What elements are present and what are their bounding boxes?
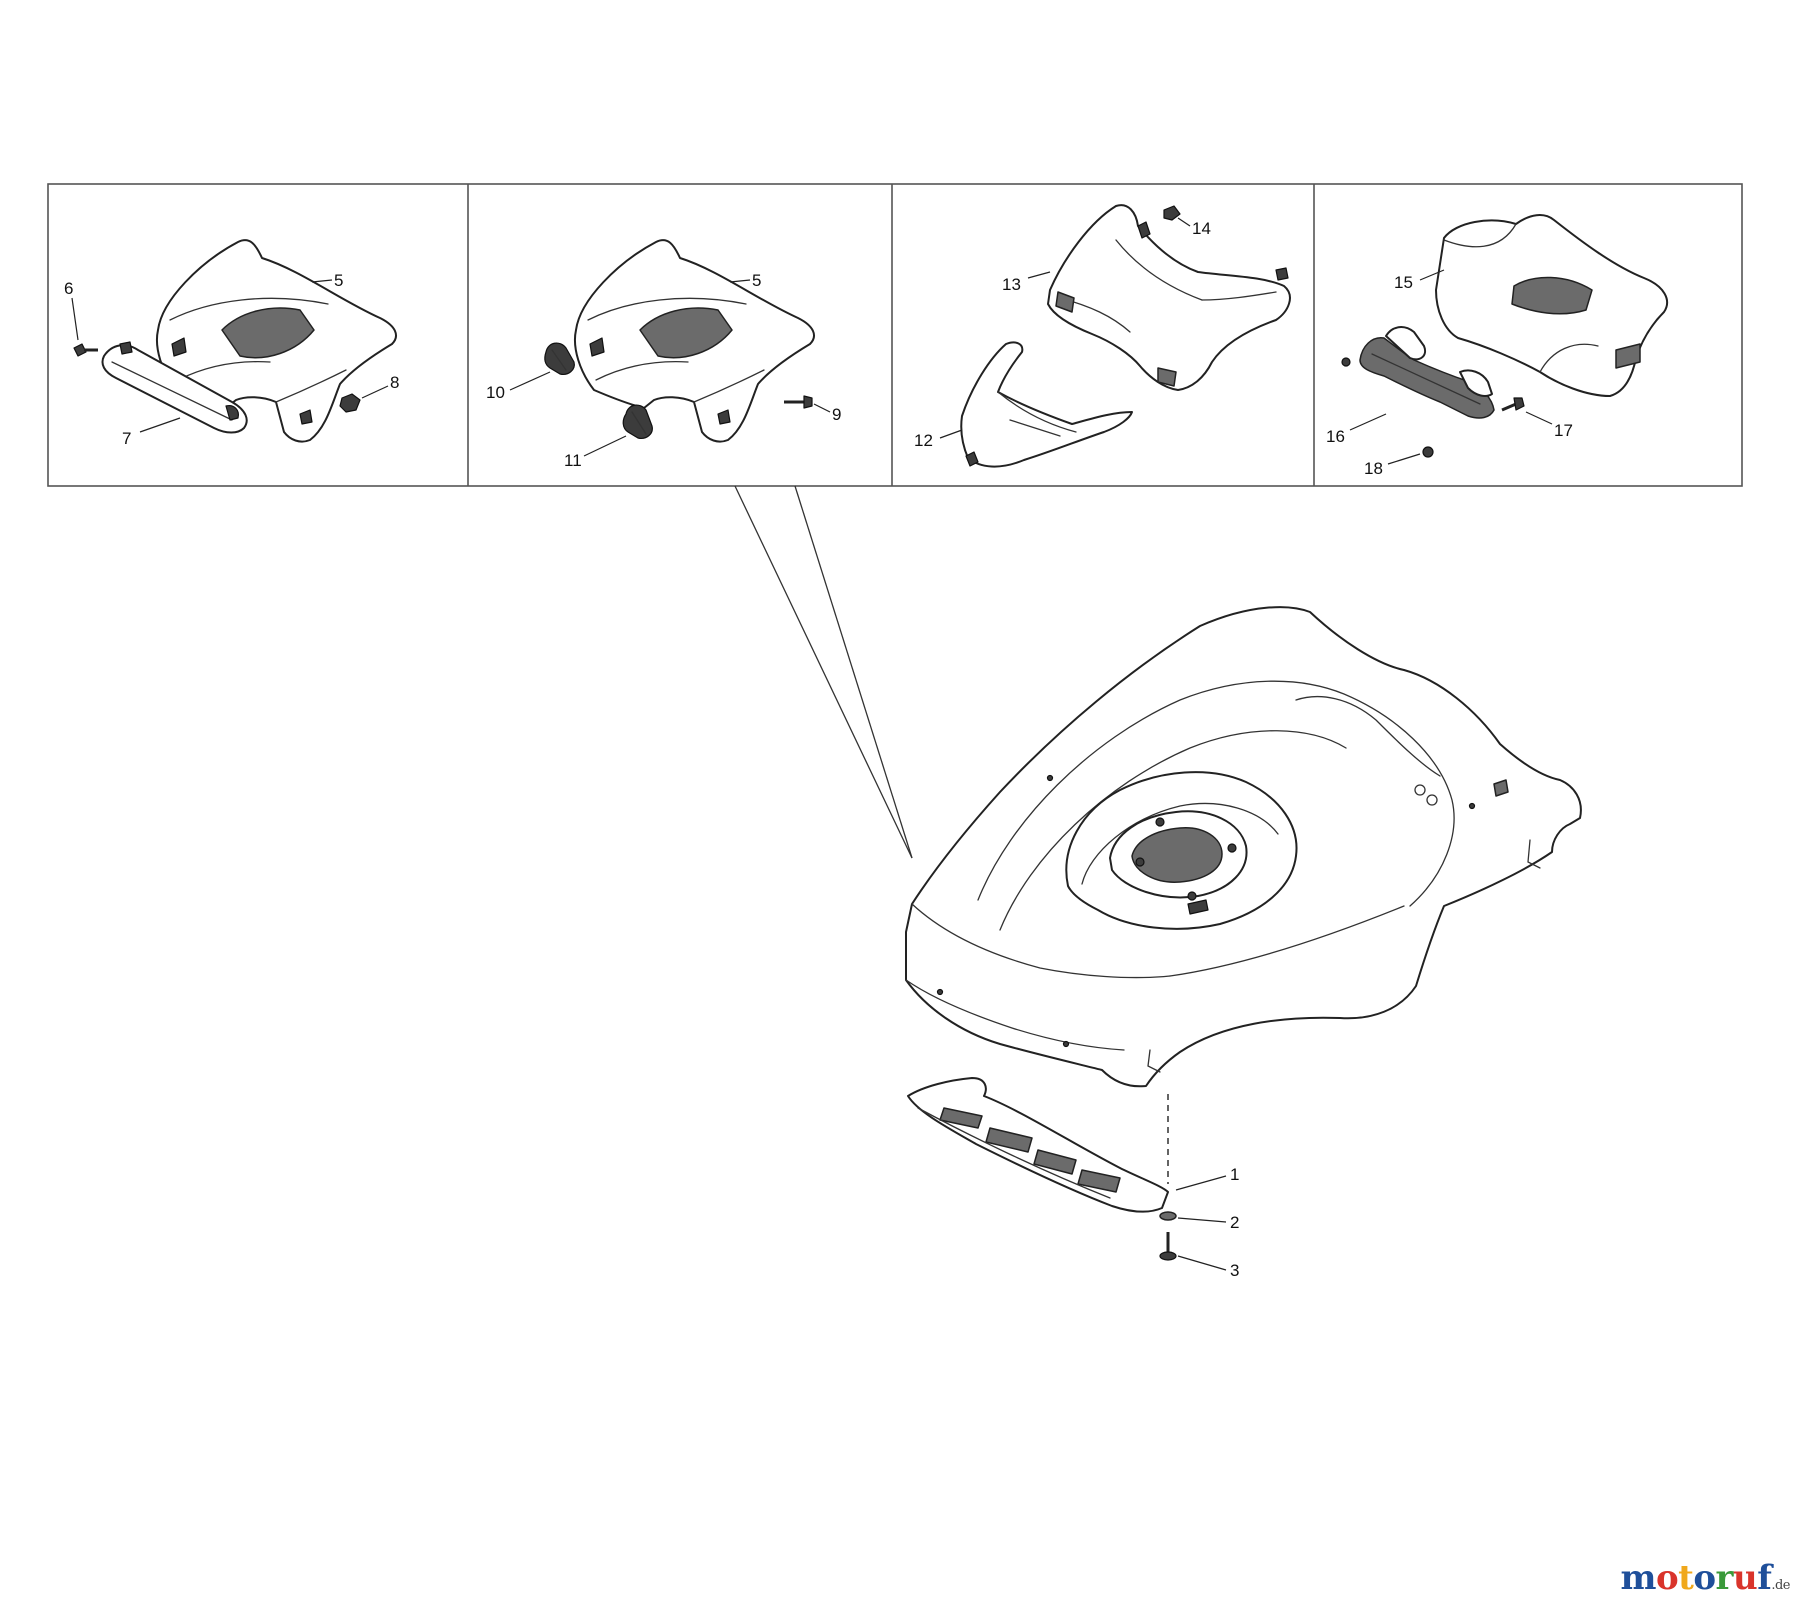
screw-9-part: [784, 395, 813, 409]
cover-13-part: [1047, 204, 1291, 391]
callout-9: 9: [832, 405, 841, 424]
callout-3: 3: [1230, 1261, 1239, 1280]
rear-cover-part-2: [574, 239, 815, 443]
clip-11-part: [622, 404, 653, 439]
callout-7: 7: [122, 429, 131, 448]
callout-8: 8: [390, 373, 399, 392]
logo-letter: r: [1715, 1558, 1734, 1598]
detail-panels-frame: [47, 183, 1743, 487]
screw-14-part: [1163, 205, 1181, 221]
callout-12: 12: [914, 431, 933, 450]
callout-15: 15: [1394, 273, 1413, 292]
panel-3-cover-with-flap: 13 14 12: [914, 204, 1291, 468]
panel-4-cover-with-bracket: 15 16 17 18: [1326, 214, 1669, 478]
callout-17: 17: [1554, 421, 1573, 440]
callout-13: 13: [1002, 275, 1021, 294]
logo-letter: f: [1757, 1558, 1772, 1598]
logo-letter: u: [1732, 1558, 1758, 1598]
cover-15-part: [1435, 214, 1669, 397]
clip-10-part: [544, 342, 575, 375]
carry-handle-part: [101, 341, 248, 434]
callout-16: 16: [1326, 427, 1345, 446]
bracket-16-part: [1359, 326, 1495, 419]
screw-17-part: [1501, 397, 1525, 412]
panel-1-cover-with-handle: 5 6 8 7: [64, 239, 399, 448]
logo-letter: o: [1655, 1558, 1679, 1598]
logo-letter: m: [1620, 1558, 1656, 1598]
detail-pointer-lines: [734, 485, 913, 859]
nut-18-part: [1422, 446, 1434, 458]
logo-letter: t: [1678, 1558, 1694, 1598]
callout-10: 10: [486, 383, 505, 402]
callout-11: 11: [564, 451, 582, 470]
callout-2: 2: [1230, 1213, 1239, 1232]
callout-5-panel-2: 5: [752, 271, 761, 290]
callout-5-panel-1: 5: [334, 271, 343, 290]
callout-6: 6: [64, 279, 73, 298]
callout-14: 14: [1192, 219, 1211, 238]
logo-letter: o: [1693, 1558, 1716, 1598]
panel-2-cover-with-clips: 5 10 9 11: [486, 239, 841, 470]
logo-domain-suffix: .de: [1771, 1578, 1790, 1593]
washer-16-part: [1341, 357, 1351, 367]
front-deflector-part: [907, 1077, 1169, 1213]
motoruf-watermark-logo: motoruf.de: [1620, 1558, 1790, 1598]
nut-8-part: [339, 393, 361, 413]
flap-12-part: [960, 341, 1133, 468]
callout-1: 1: [1230, 1165, 1239, 1184]
rear-cover-part: [156, 239, 397, 443]
screw-6-part: [73, 343, 98, 357]
mower-deck-housing: [905, 606, 1582, 1088]
callout-18: 18: [1364, 459, 1383, 478]
washer-2-part: [1159, 1211, 1177, 1221]
bolt-3-part: [1159, 1232, 1177, 1261]
